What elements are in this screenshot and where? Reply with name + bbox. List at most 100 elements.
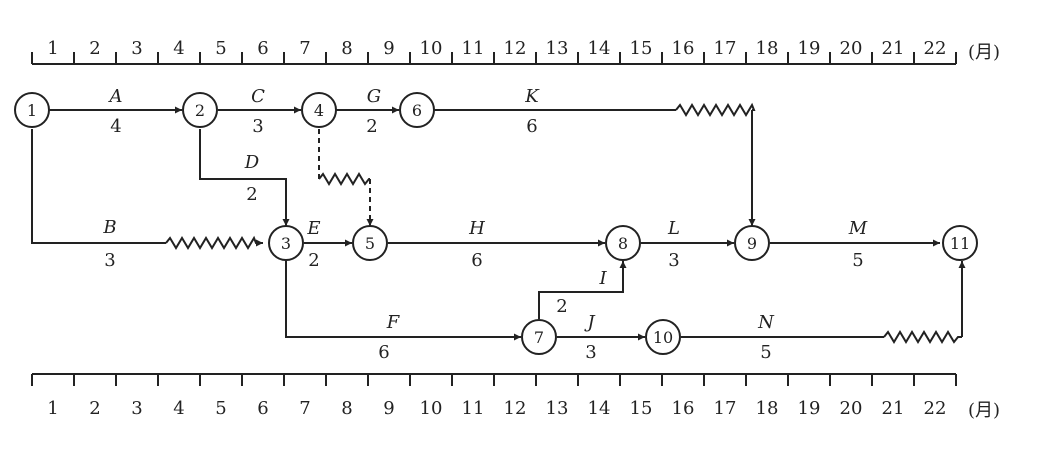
activity-name-C: C bbox=[251, 86, 265, 107]
timescale-label: 6 bbox=[257, 38, 268, 59]
timescale-label: 13 bbox=[546, 398, 569, 419]
activity-name-G: G bbox=[367, 86, 381, 107]
timescale-label: 15 bbox=[630, 38, 653, 59]
activity-name-D: D bbox=[244, 152, 260, 173]
timescale-label: 4 bbox=[173, 398, 184, 419]
timescale-label: 5 bbox=[215, 398, 226, 419]
timescale-label: 20 bbox=[840, 398, 863, 419]
activity-duration-B: 3 bbox=[104, 250, 115, 271]
node-label: 9 bbox=[747, 234, 757, 253]
timescale-label: 12 bbox=[504, 38, 527, 59]
timescale-label: 14 bbox=[588, 398, 611, 419]
node-10: 10 bbox=[645, 319, 681, 355]
timescale-label: 8 bbox=[341, 398, 352, 419]
arrow-F bbox=[285, 261, 521, 341]
timescale-unit: (月) bbox=[968, 42, 1000, 63]
timescale-label: 10 bbox=[420, 38, 443, 59]
arrow-D bbox=[199, 129, 290, 226]
activity-duration-E: 2 bbox=[308, 250, 319, 271]
activity-name-L: L bbox=[667, 218, 680, 239]
node-label: 1 bbox=[27, 101, 37, 120]
activity-duration-C: 3 bbox=[252, 116, 263, 137]
timescale-label: 19 bbox=[798, 398, 821, 419]
timescale-label: 20 bbox=[840, 38, 863, 59]
node-label: 7 bbox=[534, 328, 544, 347]
timescale-label: 16 bbox=[672, 398, 695, 419]
activity-duration-M: 5 bbox=[852, 250, 863, 271]
node-6: 6 bbox=[399, 92, 435, 128]
activity-duration-G: 2 bbox=[366, 116, 377, 137]
dummy-4-5-wavy bbox=[318, 172, 370, 186]
timescale-label: 14 bbox=[588, 38, 611, 59]
activity-duration-N: 5 bbox=[760, 342, 771, 363]
node-2: 2 bbox=[182, 92, 218, 128]
timescale-label: 4 bbox=[173, 38, 184, 59]
activity-name-F: F bbox=[386, 312, 401, 333]
node-label: 2 bbox=[195, 101, 205, 120]
activity-arrows bbox=[31, 102, 966, 344]
timescale-unit: (月) bbox=[968, 400, 1000, 421]
activity-labels: A 4 B 3 C 3 D 2 G 2 K 6 E 2 H 6 L 3 M 5 … bbox=[102, 86, 867, 363]
timescale-label: 13 bbox=[546, 38, 569, 59]
arrow-B-float bbox=[165, 235, 263, 250]
timescale-label: 17 bbox=[714, 38, 737, 59]
activity-duration-A: 4 bbox=[110, 116, 121, 137]
node-3: 3 bbox=[268, 225, 304, 261]
node-8: 8 bbox=[605, 225, 641, 261]
activity-name-B: B bbox=[102, 217, 116, 238]
timescale-label: 22 bbox=[924, 398, 947, 419]
arrow-I bbox=[538, 261, 627, 319]
activity-duration-D: 2 bbox=[246, 184, 257, 205]
timescale-label: 11 bbox=[462, 38, 485, 59]
activity-duration-K: 6 bbox=[526, 116, 537, 137]
activity-duration-J: 3 bbox=[585, 342, 596, 363]
timescale-label: 1 bbox=[47, 398, 58, 419]
timescale-label: 18 bbox=[756, 38, 779, 59]
node-7: 7 bbox=[521, 319, 557, 355]
activity-name-E: E bbox=[306, 218, 320, 239]
activity-name-H: H bbox=[468, 218, 485, 239]
timescale-label: 6 bbox=[257, 398, 268, 419]
event-nodes: 1 2 3 4 5 6 7 8 bbox=[14, 92, 978, 355]
activity-duration-I: 2 bbox=[556, 296, 567, 317]
timescale-label: 7 bbox=[299, 38, 310, 59]
activity-duration-F: 6 bbox=[378, 342, 389, 363]
timescale-label: 17 bbox=[714, 398, 737, 419]
timescale-label: 3 bbox=[131, 398, 142, 419]
timescale-label: 21 bbox=[882, 38, 905, 59]
activity-name-K: K bbox=[524, 86, 540, 107]
node-label: 5 bbox=[365, 234, 375, 253]
arrow-N-float bbox=[883, 330, 962, 344]
node-label: 10 bbox=[653, 328, 673, 347]
timescale-label: 19 bbox=[798, 38, 821, 59]
activity-duration-H: 6 bbox=[471, 250, 482, 271]
activity-name-A: A bbox=[108, 86, 123, 107]
timescale-label: 9 bbox=[383, 398, 394, 419]
timescale-label: 1 bbox=[47, 38, 58, 59]
timescale-label: 2 bbox=[89, 398, 100, 419]
activity-duration-L: 3 bbox=[668, 250, 679, 271]
timescale-label: 22 bbox=[924, 38, 947, 59]
node-label: 3 bbox=[281, 234, 291, 253]
timescale-label: 2 bbox=[89, 38, 100, 59]
node-label: 8 bbox=[618, 234, 628, 253]
arrow-B-solid bbox=[31, 129, 166, 244]
node-4: 4 bbox=[301, 92, 337, 128]
node-label: 4 bbox=[314, 101, 324, 120]
node-label: 11 bbox=[950, 234, 970, 253]
timescale-label: 8 bbox=[341, 38, 352, 59]
activity-name-I: I bbox=[598, 268, 607, 289]
timescale-label: 16 bbox=[672, 38, 695, 59]
timescale-label: 11 bbox=[462, 398, 485, 419]
timescale-label: 9 bbox=[383, 38, 394, 59]
activity-name-M: M bbox=[848, 218, 868, 239]
activity-name-J: J bbox=[583, 312, 596, 333]
activity-name-N: N bbox=[757, 312, 775, 333]
node-9: 9 bbox=[734, 225, 770, 261]
timescale-label: 21 bbox=[882, 398, 905, 419]
node-1: 1 bbox=[14, 92, 50, 128]
timescale-label: 7 bbox=[299, 398, 310, 419]
arrow-K-float bbox=[675, 102, 756, 117]
